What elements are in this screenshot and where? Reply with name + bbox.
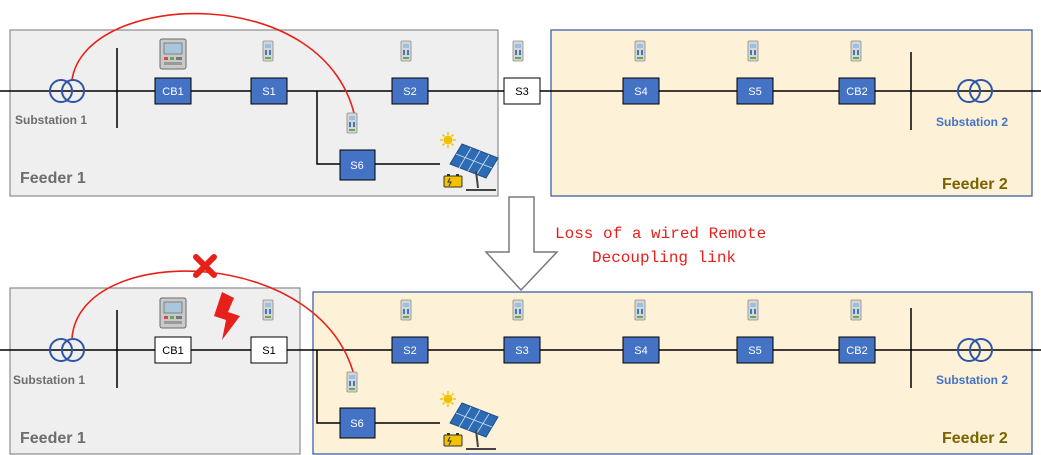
feeder1-label: Feeder 1 bbox=[20, 170, 86, 187]
protection-relay-icon bbox=[159, 297, 187, 329]
switch-cb2: CB2 bbox=[838, 336, 876, 364]
switch-cb2: CB2 bbox=[838, 77, 876, 105]
feeder2-label: Feeder 2 bbox=[942, 430, 1008, 447]
remote-terminal-unit-icon bbox=[850, 40, 862, 62]
switch-cb1: CB1 bbox=[154, 77, 192, 105]
svg-text:S6: S6 bbox=[350, 160, 363, 172]
switch-s3: S3 bbox=[503, 336, 541, 364]
svg-text:CB1: CB1 bbox=[162, 86, 183, 98]
switch-s3: S3 bbox=[503, 77, 541, 105]
after-panel: Feeder 1 Feeder 2 Substation 1 Substatio… bbox=[0, 254, 1041, 455]
feeder2-area bbox=[312, 291, 1033, 455]
svg-text:S4: S4 bbox=[634, 86, 647, 98]
remote-terminal-unit-icon bbox=[262, 299, 274, 321]
feeder2-area bbox=[550, 29, 1033, 197]
substation2-label: Substation 2 bbox=[936, 115, 1008, 129]
svg-text:CB1: CB1 bbox=[162, 345, 183, 357]
substation1-label: Substation 1 bbox=[13, 373, 85, 387]
feeder1-area bbox=[9, 29, 499, 197]
svg-text:S2: S2 bbox=[403, 86, 416, 98]
svg-text:S1: S1 bbox=[262, 86, 275, 98]
switch-s6: S6 bbox=[339, 149, 376, 181]
switch-s2: S2 bbox=[391, 77, 429, 105]
svg-text:S2: S2 bbox=[403, 345, 416, 357]
switch-cb1: CB1 bbox=[154, 336, 192, 364]
svg-text:CB2: CB2 bbox=[846, 86, 867, 98]
remote-decoupling-link bbox=[71, 12, 357, 123]
branch-line bbox=[316, 350, 340, 424]
remote-terminal-unit-icon bbox=[634, 40, 646, 62]
remote-terminal-unit-icon bbox=[400, 299, 412, 321]
remote-terminal-unit-icon bbox=[346, 371, 358, 393]
before-panel: Feeder 1 Feeder 2 Substation 1 Substatio… bbox=[0, 12, 1041, 197]
switch-s5: S5 bbox=[736, 336, 774, 364]
feeder1-label: Feeder 1 bbox=[20, 430, 86, 447]
down-arrow-icon bbox=[484, 196, 559, 292]
remote-terminal-unit-icon bbox=[262, 40, 274, 62]
switch-s2: S2 bbox=[391, 336, 429, 364]
red-x-icon bbox=[193, 254, 217, 278]
remote-terminal-unit-icon bbox=[346, 112, 358, 134]
remote-terminal-unit-icon bbox=[747, 299, 759, 321]
feeder2-label: Feeder 2 bbox=[942, 176, 1008, 193]
lightning-fault-icon bbox=[214, 292, 240, 340]
svg-text:S3: S3 bbox=[515, 345, 528, 357]
switch-s4: S4 bbox=[622, 77, 660, 105]
svg-text:S6: S6 bbox=[350, 418, 363, 430]
switch-s1: S1 bbox=[250, 336, 288, 364]
switch-s5: S5 bbox=[736, 77, 774, 105]
svg-text:S1: S1 bbox=[262, 345, 275, 357]
remote-terminal-unit-icon bbox=[634, 299, 646, 321]
svg-text:S4: S4 bbox=[634, 345, 647, 357]
remote-terminal-unit-icon bbox=[400, 40, 412, 62]
annotation-line2: Decoupling link bbox=[592, 249, 736, 267]
branch-line bbox=[316, 91, 340, 165]
remote-terminal-unit-icon bbox=[747, 40, 759, 62]
switch-s6: S6 bbox=[339, 407, 376, 439]
switch-s1: S1 bbox=[250, 77, 288, 105]
protection-relay-icon bbox=[159, 38, 187, 70]
annotation-line1: Loss of a wired Remote bbox=[555, 225, 766, 243]
svg-text:S5: S5 bbox=[748, 345, 761, 357]
remote-terminal-unit-icon bbox=[512, 40, 524, 62]
svg-text:S3: S3 bbox=[515, 86, 528, 98]
substation1-label: Substation 1 bbox=[15, 113, 87, 127]
remote-terminal-unit-icon bbox=[512, 299, 524, 321]
svg-text:S5: S5 bbox=[748, 86, 761, 98]
remote-terminal-unit-icon bbox=[850, 299, 862, 321]
substation2-label: Substation 2 bbox=[936, 373, 1008, 387]
switch-s4: S4 bbox=[622, 336, 660, 364]
feeder1-area bbox=[9, 287, 301, 455]
svg-text:CB2: CB2 bbox=[846, 345, 867, 357]
